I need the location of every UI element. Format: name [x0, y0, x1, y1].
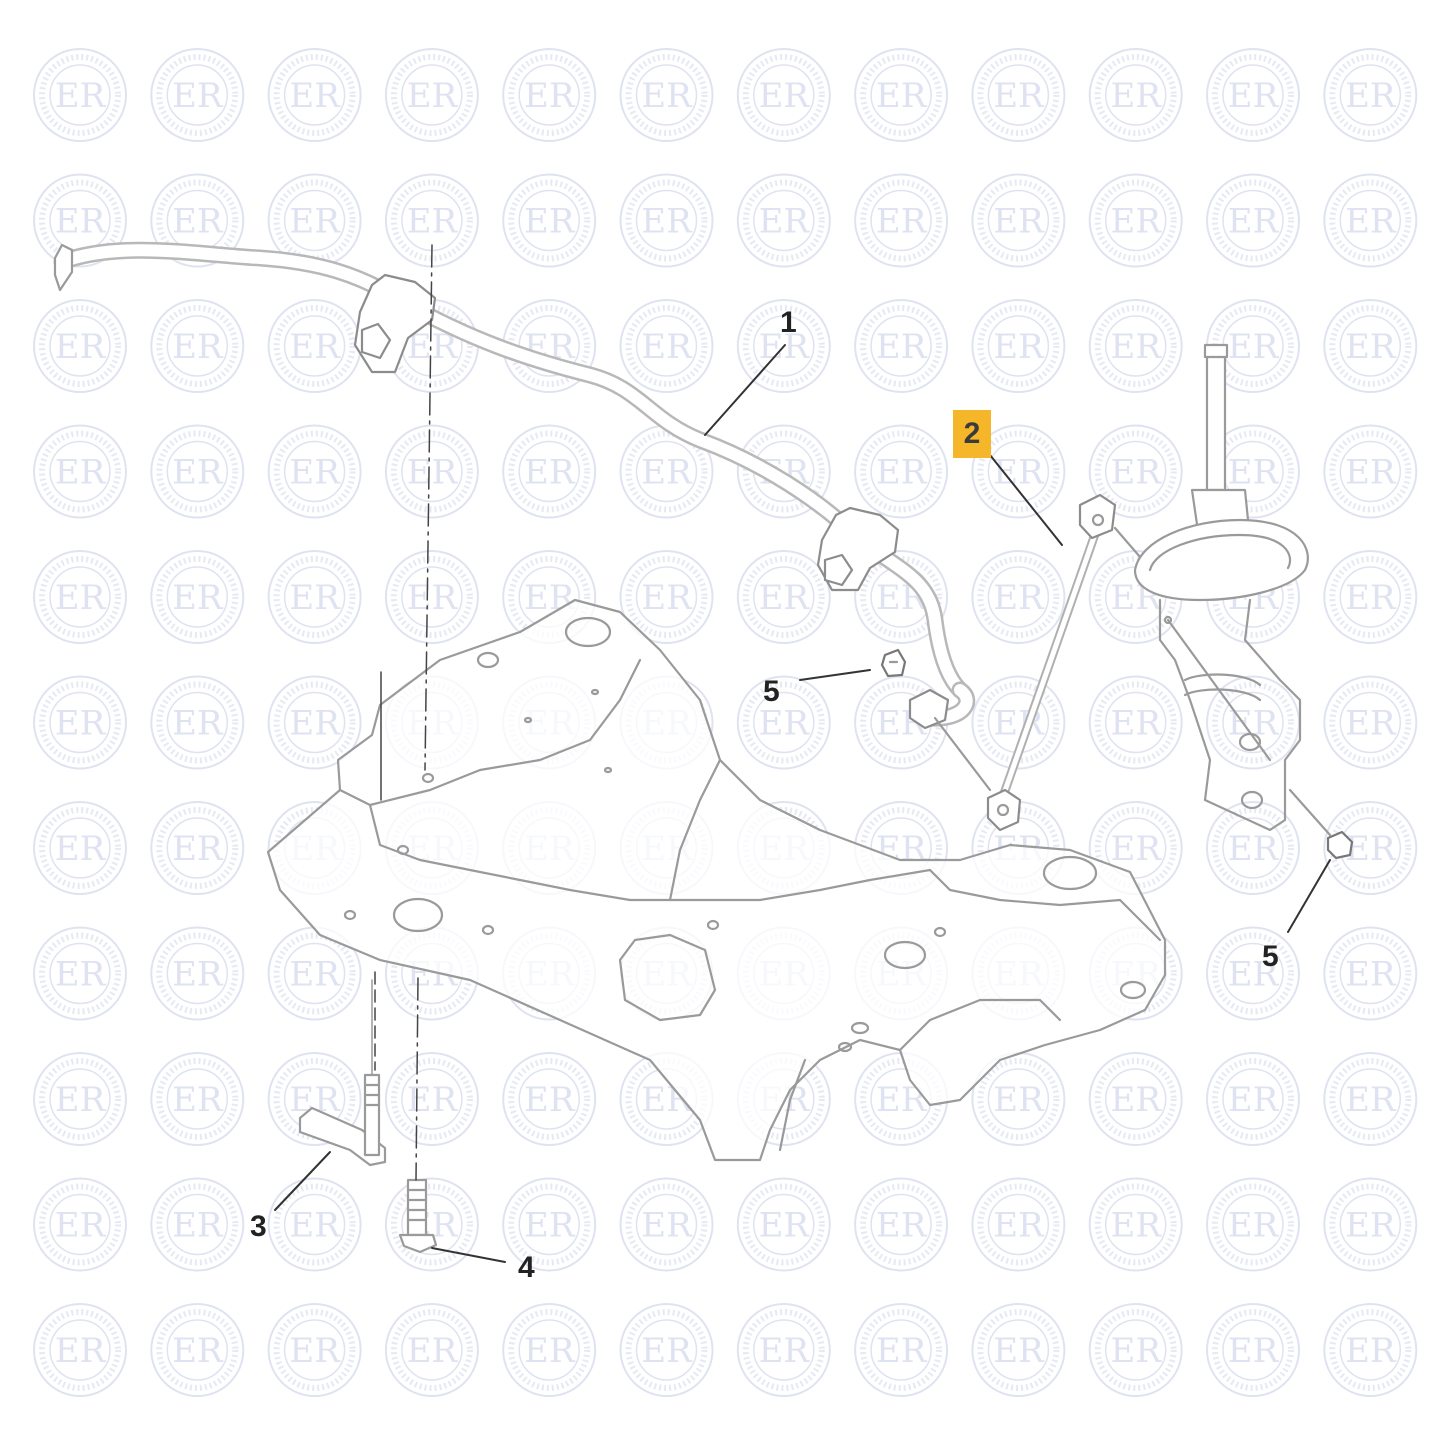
bracket-part-3	[298, 979, 387, 1167]
callout-5-right: 5	[1262, 940, 1279, 973]
leader-lines	[274, 344, 1331, 1263]
callout-4: 4	[518, 1251, 535, 1284]
strut-assembly	[1133, 343, 1332, 837]
callout-3: 3	[250, 1210, 267, 1243]
subframe	[266, 598, 1167, 1162]
callout-1: 1	[780, 306, 797, 339]
nut-part-5a	[880, 648, 907, 678]
stabilizer-bar	[53, 241, 976, 730]
bolt-part-4	[398, 1178, 438, 1254]
callout-5-left: 5	[763, 675, 780, 708]
stabilizer-link	[933, 493, 1162, 832]
axis-lines	[374, 244, 433, 1181]
callout-2-highlighted: 2	[953, 410, 991, 458]
nut-part-5b	[1326, 830, 1354, 860]
